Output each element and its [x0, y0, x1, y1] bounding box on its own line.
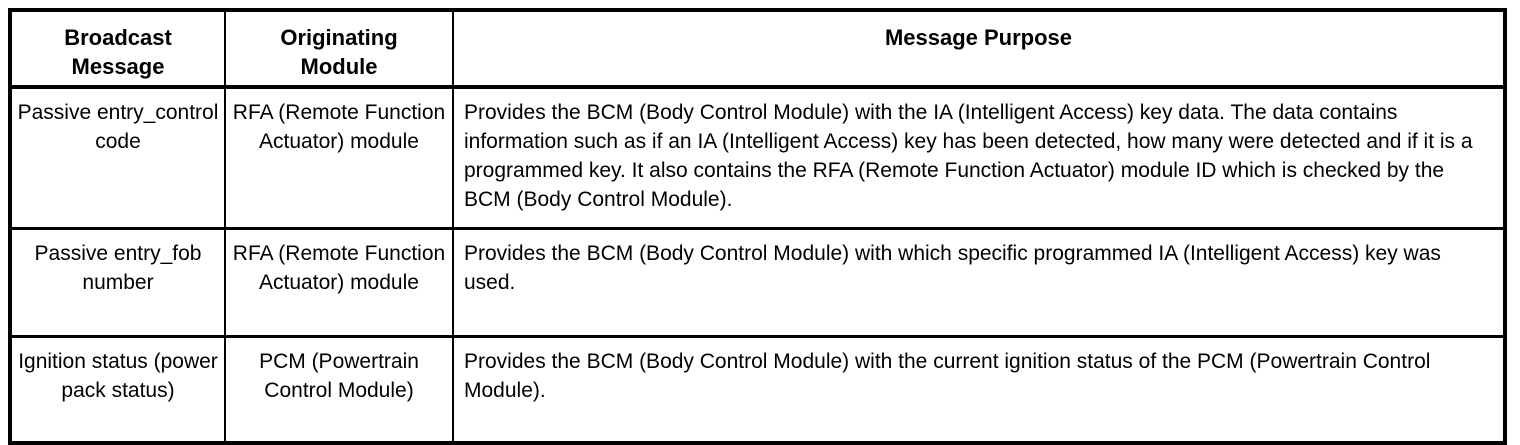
broadcast-message-cell: Passive entry_fob number: [9, 226, 226, 337]
message-purpose-cell: Provides the BCM (Body Control Module) w…: [452, 226, 1506, 337]
broadcast-messages-table: Broadcast Message Originating Module Mes…: [8, 8, 1507, 445]
column-header-message-purpose-label: Message Purpose: [884, 25, 1073, 50]
message-purpose-cell: Provides the BCM (Body Control Module) w…: [452, 85, 1506, 229]
table-header-row: Broadcast Message Originating Module Mes…: [9, 9, 1506, 89]
broadcast-message-cell: Ignition status (power pack status): [9, 334, 226, 444]
column-header-broadcast-message-label: Broadcast Message: [64, 25, 172, 79]
table-row: Passive entry_fob number RFA (Remote Fun…: [9, 226, 1506, 337]
table-row: Passive entry_control code RFA (Remote F…: [9, 85, 1506, 229]
broadcast-message-cell: Passive entry_control code: [9, 85, 226, 229]
table-row: Ignition status (power pack status) PCM …: [9, 334, 1506, 444]
column-header-originating-module: Originating Module: [224, 9, 454, 89]
originating-module-cell: RFA (Remote Function Actuator) module: [224, 226, 454, 337]
column-header-originating-module-label: Originating Module: [280, 25, 398, 79]
originating-module-cell: PCM (Powertrain Control Module): [224, 334, 454, 444]
column-header-message-purpose: Message Purpose: [452, 9, 1506, 89]
originating-module-cell: RFA (Remote Function Actuator) module: [224, 85, 454, 229]
message-purpose-cell: Provides the BCM (Body Control Module) w…: [452, 334, 1506, 444]
column-header-broadcast-message: Broadcast Message: [9, 9, 226, 89]
